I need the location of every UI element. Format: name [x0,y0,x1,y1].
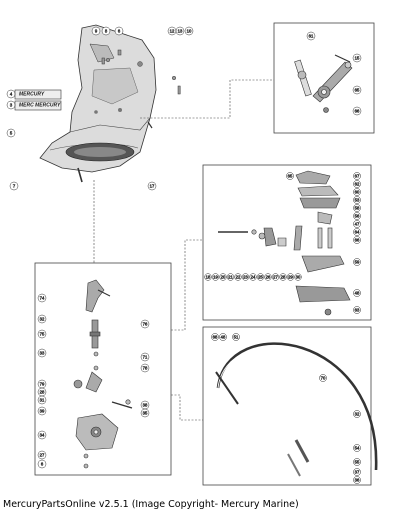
svg-text:4: 4 [10,92,13,97]
svg-text:68: 68 [213,335,218,340]
inset-top-linkage [294,54,353,113]
callouts-right: 67 62 60 53 58 56 47 64 66 59 48 63 65 [286,172,361,314]
svg-text:79: 79 [40,382,45,387]
inset-right-parts [218,170,351,316]
svg-text:75: 75 [40,332,45,337]
inset-box-top [273,22,375,134]
decal-mercury: MERCURY [14,89,62,100]
svg-text:54: 54 [355,446,360,451]
svg-text:39: 39 [40,409,45,414]
svg-text:17: 17 [150,184,155,189]
callouts-right-row: 18 19 20 21 22 23 24 25 26 27 28 29 30 [204,273,302,281]
callouts-inset-top: 61 15 65 66 [306,31,362,116]
svg-text:66: 66 [355,109,360,114]
callouts-left: 74 32 75 76 33 71 78 79 28 31 39 38 35 3… [37,293,150,469]
decal-merc-mercury-text: MERC MERCURY [19,103,61,109]
svg-text:18: 18 [206,275,211,280]
svg-text:78: 78 [143,366,148,371]
svg-text:31: 31 [40,398,45,403]
svg-text:63: 63 [355,308,360,313]
callouts-housing: 4 3 5 7 17 [6,89,157,191]
top-fasteners [101,49,181,95]
decal-merc-mercury: MERC MERCURY [14,100,62,111]
svg-text:30: 30 [296,275,301,280]
svg-text:74: 74 [40,296,45,301]
svg-text:56: 56 [355,214,360,219]
svg-text:62: 62 [355,182,360,187]
svg-text:29: 29 [288,275,293,280]
svg-text:38: 38 [143,403,148,408]
svg-text:6: 6 [41,462,44,467]
svg-text:24: 24 [251,275,256,280]
svg-text:22: 22 [236,275,241,280]
svg-text:12: 12 [170,29,175,34]
parts-diagram: MERCURY MERC MERCURY [6,22,378,486]
svg-text:20: 20 [221,275,226,280]
svg-text:34: 34 [40,433,45,438]
svg-text:76: 76 [143,322,148,327]
svg-text:70: 70 [321,376,326,381]
svg-text:9: 9 [95,29,98,34]
inset-box-curve [202,326,372,486]
svg-text:67: 67 [355,174,360,179]
svg-text:60: 60 [355,190,360,195]
svg-text:19: 19 [213,275,218,280]
lower-cowl-housing [39,24,157,183]
inset-box-right [202,164,372,321]
svg-text:26: 26 [266,275,271,280]
svg-text:27: 27 [273,275,278,280]
inset-box-left [34,262,172,476]
decal-mercury-text: MERCURY [19,92,45,98]
svg-text:65: 65 [288,174,293,179]
svg-text:33: 33 [40,351,45,356]
svg-text:65: 65 [355,88,360,93]
svg-text:35: 35 [143,411,148,416]
copyright-caption: MercuryPartsOnline v2.5.1 (Image Copyrig… [3,499,299,510]
svg-text:5: 5 [10,131,13,136]
svg-text:15: 15 [355,56,360,61]
svg-text:71: 71 [143,355,148,360]
svg-text:61: 61 [309,34,314,39]
svg-text:58: 58 [355,206,360,211]
svg-text:36: 36 [355,478,360,483]
callouts-curve: 68 48 51 70 32 54 55 37 36 [211,333,361,484]
svg-text:48: 48 [221,335,226,340]
inset-left-parts [73,279,133,469]
svg-text:28: 28 [40,390,45,395]
svg-text:7: 7 [13,184,16,189]
svg-text:32: 32 [355,412,360,417]
svg-text:53: 53 [355,198,360,203]
svg-text:64: 64 [355,230,360,235]
svg-text:3: 3 [10,103,13,108]
svg-text:59: 59 [355,260,360,265]
svg-text:48: 48 [355,291,360,296]
svg-text:66: 66 [355,238,360,243]
svg-text:8: 8 [105,29,108,34]
svg-text:10: 10 [187,29,192,34]
svg-text:27: 27 [40,453,45,458]
svg-text:6: 6 [118,29,121,34]
svg-text:47: 47 [355,222,360,227]
svg-text:51: 51 [234,335,239,340]
svg-text:25: 25 [258,275,263,280]
svg-text:55: 55 [355,460,360,465]
inset-curve-cable [215,342,378,477]
svg-text:32: 32 [40,317,45,322]
callouts-top: 9 8 6 12 13 10 [91,26,194,36]
svg-text:37: 37 [355,470,360,475]
svg-text:13: 13 [178,29,183,34]
dashed-leaders [93,79,274,421]
svg-text:28: 28 [281,275,286,280]
svg-text:21: 21 [228,275,233,280]
svg-text:23: 23 [243,275,248,280]
